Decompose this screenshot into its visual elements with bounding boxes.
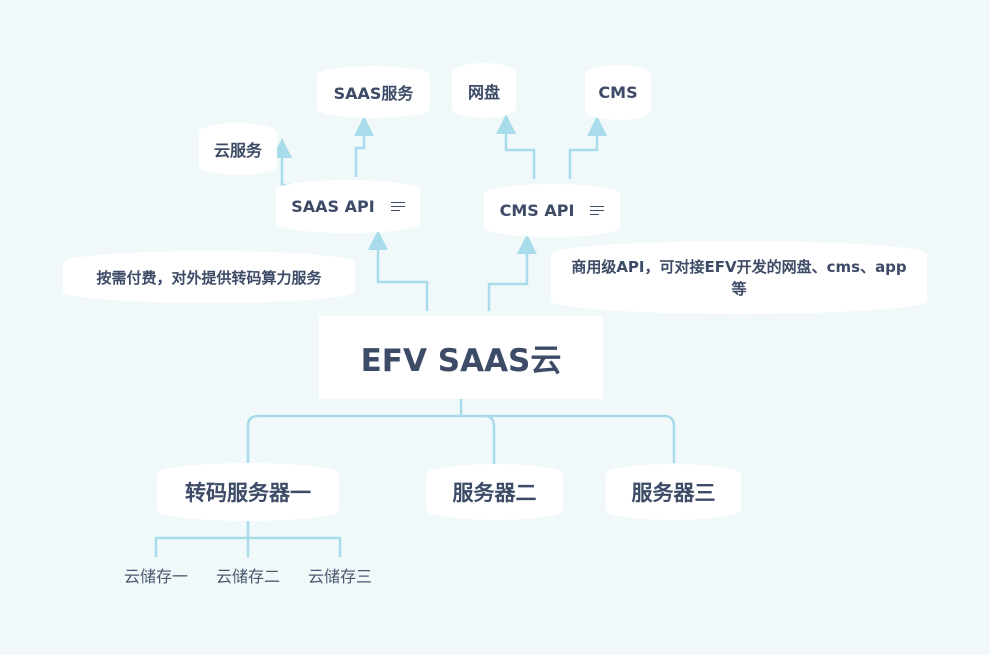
node-server-2[interactable]: 服务器二: [426, 464, 563, 520]
note-icon[interactable]: [590, 205, 605, 216]
leaf-storage-1[interactable]: 云储存一: [114, 563, 198, 587]
node-server-1[interactable]: 转码服务器一: [157, 463, 339, 521]
note-saas-api: 按需付费，对外提供转码算力服务: [63, 251, 355, 303]
connector-cms-cms: [568, 116, 607, 180]
node-netdisk-label: 网盘: [467, 82, 500, 102]
leaf-storage-1-label: 云储存一: [123, 567, 188, 586]
leaf-storage-3-label: 云储存三: [307, 567, 372, 586]
root-node[interactable]: EFV SAAS云: [319, 316, 603, 399]
connector-server-storage: [154, 518, 342, 558]
leaf-storage-3[interactable]: 云储存三: [298, 563, 382, 587]
node-cms-api-label: CMS API: [499, 201, 575, 220]
node-cms-label: CMS: [598, 83, 638, 102]
node-saas-api-label: SAAS API: [291, 197, 375, 216]
connector-root-cms-api: [487, 234, 537, 312]
node-saas-service-label: SAAS服务: [333, 84, 414, 103]
node-saas-service[interactable]: SAAS服务: [317, 66, 430, 118]
node-saas-api[interactable]: SAAS API: [276, 180, 420, 233]
node-server-3[interactable]: 服务器三: [606, 464, 741, 520]
node-server-2-label: 服务器二: [452, 481, 537, 505]
node-netdisk[interactable]: 网盘: [452, 63, 516, 118]
node-cms-api[interactable]: CMS API: [484, 184, 620, 237]
leaf-storage-2[interactable]: 云储存二: [206, 563, 290, 587]
connector-saas-cloud-service: [272, 138, 308, 187]
note-cms-api-text: 商用级API，可对接EFV开发的网盘、cms、app等: [571, 257, 907, 298]
connector-root-saas-api: [368, 230, 429, 312]
node-cms[interactable]: CMS: [585, 65, 651, 120]
root-node-label: EFV SAAS云: [360, 343, 562, 379]
node-cloud-service-label: 云服务: [213, 141, 262, 160]
node-server-3-label: 服务器三: [631, 481, 716, 505]
connector-saas-saas-service: [354, 116, 374, 178]
leaf-storage-2-label: 云储存二: [215, 567, 280, 586]
note-saas-api-text: 按需付费，对外提供转码算力服务: [96, 268, 322, 287]
note-icon[interactable]: [390, 201, 405, 212]
node-cloud-service[interactable]: 云服务: [199, 123, 277, 175]
node-server-1-label: 转码服务器一: [185, 481, 311, 505]
connector-cms-netdisk: [496, 114, 536, 180]
connector-server-bus: [246, 414, 676, 472]
note-cms-api: 商用级API，可对接EFV开发的网盘、cms、app等: [551, 241, 927, 314]
